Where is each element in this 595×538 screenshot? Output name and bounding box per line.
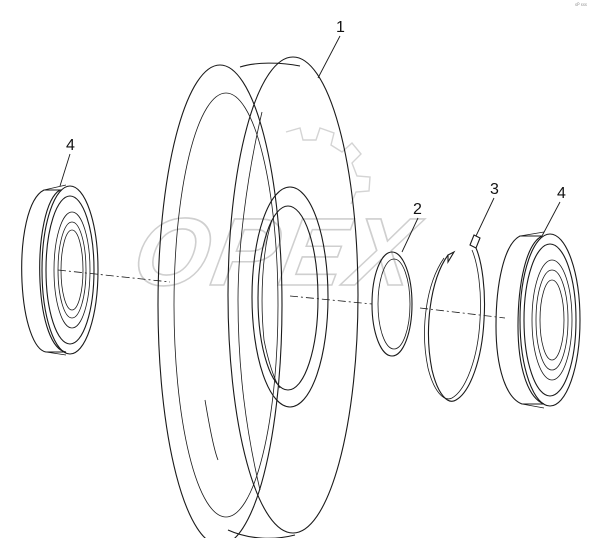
callout-label-2: 2 <box>413 201 422 218</box>
callout-2: 2 <box>401 201 422 253</box>
leader-line-4-right <box>541 201 561 237</box>
bearing-left <box>21 184 99 356</box>
leader-line-3 <box>475 197 495 237</box>
leader-line-4-left <box>59 153 71 187</box>
leader-line-2 <box>401 217 419 253</box>
callout-3: 3 <box>475 181 499 237</box>
callout-4-right: 4 <box>541 185 566 237</box>
callout-label-3: 3 <box>490 181 499 198</box>
callout-1: 1 <box>317 19 345 79</box>
corner-mark: sP sss <box>575 2 587 7</box>
circlip <box>424 234 486 402</box>
pulley-wheel <box>157 56 359 538</box>
callout-label-1: 1 <box>336 19 345 36</box>
callout-4-left: 4 <box>59 137 75 187</box>
callout-label-4-left: 4 <box>66 137 75 154</box>
leader-line-1 <box>317 35 341 79</box>
snap-ring <box>371 251 413 357</box>
bearing-right <box>495 231 581 409</box>
callout-label-4-right: 4 <box>557 185 566 202</box>
watermark-gear-shape <box>285 127 371 205</box>
